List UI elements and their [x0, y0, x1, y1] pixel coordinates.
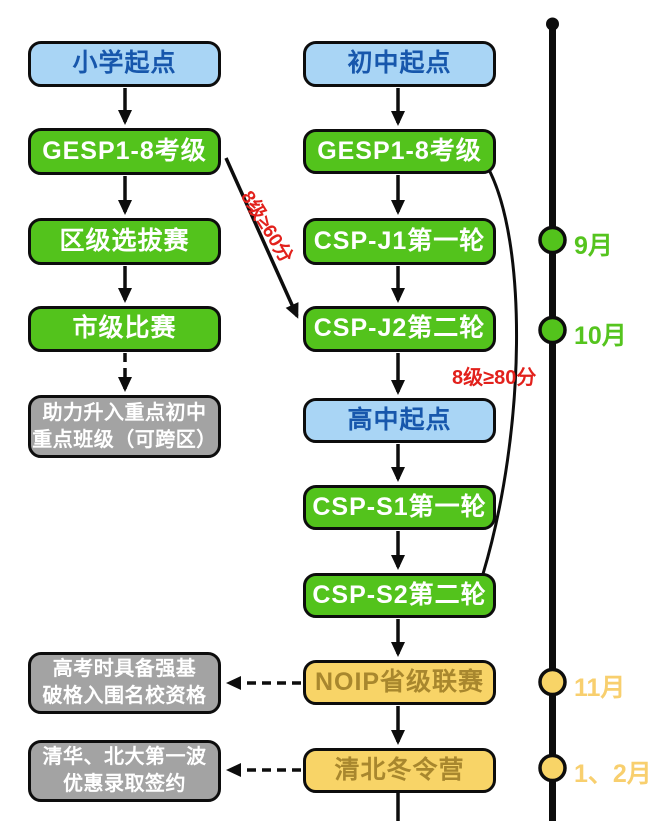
node-middle-school-benefit: 助力升入重点初中 重点班级（可跨区） [28, 395, 221, 458]
node-district-contest: 区级选拔赛 [28, 218, 221, 265]
node-cspj2: CSP-J2第二轮 [303, 306, 496, 352]
node-csps1: CSP-S1第一轮 [303, 485, 496, 530]
node-junior-start: 初中起点 [303, 41, 496, 87]
node-cspj1: CSP-J1第一轮 [303, 218, 496, 265]
node-winter-camp: 清北冬令营 [303, 748, 496, 793]
node-primary-start: 小学起点 [28, 41, 221, 87]
node-csps2: CSP-S2第二轮 [303, 573, 496, 618]
benefit-line-2: 重点班级（可跨区） [32, 428, 217, 451]
timeline-label-jan-feb: 1、2月 [574, 760, 652, 788]
gaokao-line-1: 高考时具备强基 [52, 658, 197, 680]
node-city-contest: 市级比赛 [28, 306, 221, 352]
benefit-line-1: 助力升入重点初中 [42, 401, 207, 424]
timeline-label-november: 11月 [574, 674, 626, 702]
timeline-label-october: 10月 [574, 322, 627, 350]
node-gesp-mid: GESP1-8考级 [303, 129, 496, 174]
annotation-gesp-80: 8级≥80分 [452, 367, 537, 389]
timeline-label-september: 9月 [574, 232, 613, 260]
qingbei-line-1: 清华、北大第一波 [42, 746, 207, 768]
gaokao-line-2: 破格入围名校资格 [42, 685, 207, 707]
node-senior-start: 高中起点 [303, 398, 496, 443]
node-noip: NOIP省级联赛 [303, 660, 496, 705]
node-gesp-left: GESP1-8考级 [28, 128, 221, 175]
node-gaokao-benefit: 高考时具备强基 破格入围名校资格 [28, 652, 221, 714]
node-qingbei-benefit: 清华、北大第一波 优惠录取签约 [28, 740, 221, 802]
qingbei-line-2: 优惠录取签约 [63, 773, 186, 795]
